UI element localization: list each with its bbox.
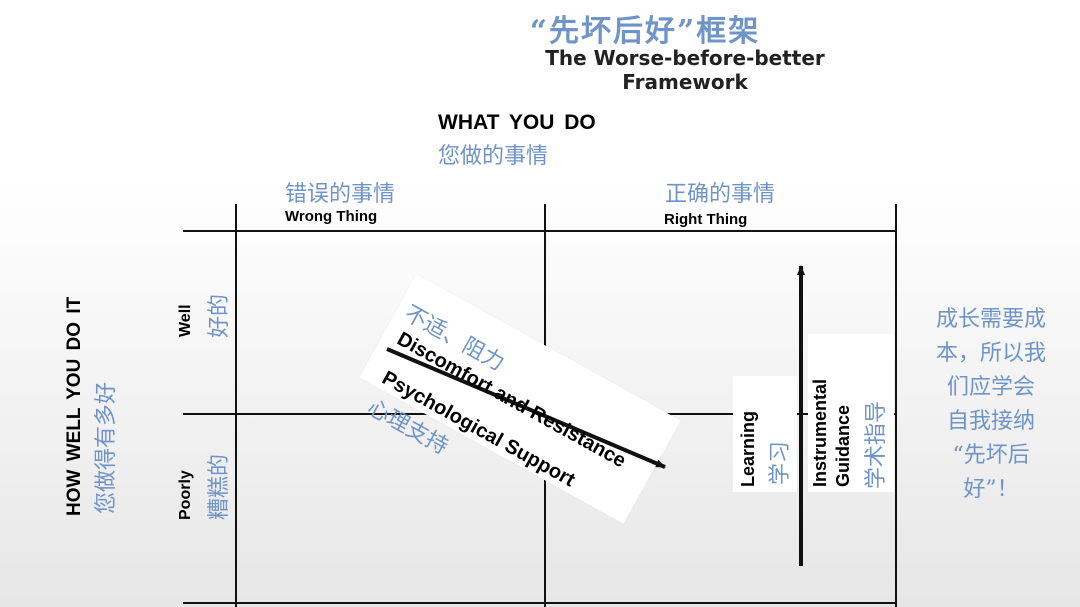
top-axis-label-english: WHAT YOU DO — [438, 111, 596, 134]
column-wrong-english: Wrong Thing — [285, 208, 378, 225]
learning-label-chinese: 学习 — [768, 440, 793, 485]
learning-label-panel — [733, 376, 797, 492]
instrumental-label-english: Instrumental — [810, 378, 830, 487]
title-english: The Worse-before-better Framework — [545, 46, 825, 94]
guidance-label-english: Guidance — [833, 404, 853, 487]
side-note-line: 本，所以我 — [935, 341, 1046, 366]
side-note-line: 们应学会 — [946, 375, 1035, 400]
column-right-english: Right Thing — [664, 211, 748, 228]
side-note-line: 好”！ — [963, 477, 1019, 502]
guidance-label-chinese: 学术指导 — [864, 400, 889, 489]
top-axis-label-chinese: 您做的事情 — [438, 144, 549, 169]
grid-horizontal-top — [183, 230, 897, 232]
side-note-line: 自我接纳 — [946, 409, 1035, 434]
learning-label-english: Learning — [738, 410, 758, 487]
column-wrong-chinese: 错误的事情 — [285, 182, 396, 207]
side-note-line: “先坏后 — [952, 443, 1030, 468]
title-chinese: “先坏后好”框架 — [529, 14, 761, 49]
side-note-line: 成长需要成 — [935, 307, 1046, 332]
grid-vertical-right — [895, 204, 897, 607]
grid-horizontal-bottom — [183, 602, 897, 604]
side-note: 成长需要成 本，所以我 们应学会 自我接纳 “先坏后 好”！ — [918, 303, 1064, 507]
grid-vertical-left — [235, 204, 237, 607]
diagonal-arrow — [386, 347, 666, 469]
column-right-chinese: 正确的事情 — [665, 182, 776, 207]
guidance-label-panel — [808, 334, 894, 492]
